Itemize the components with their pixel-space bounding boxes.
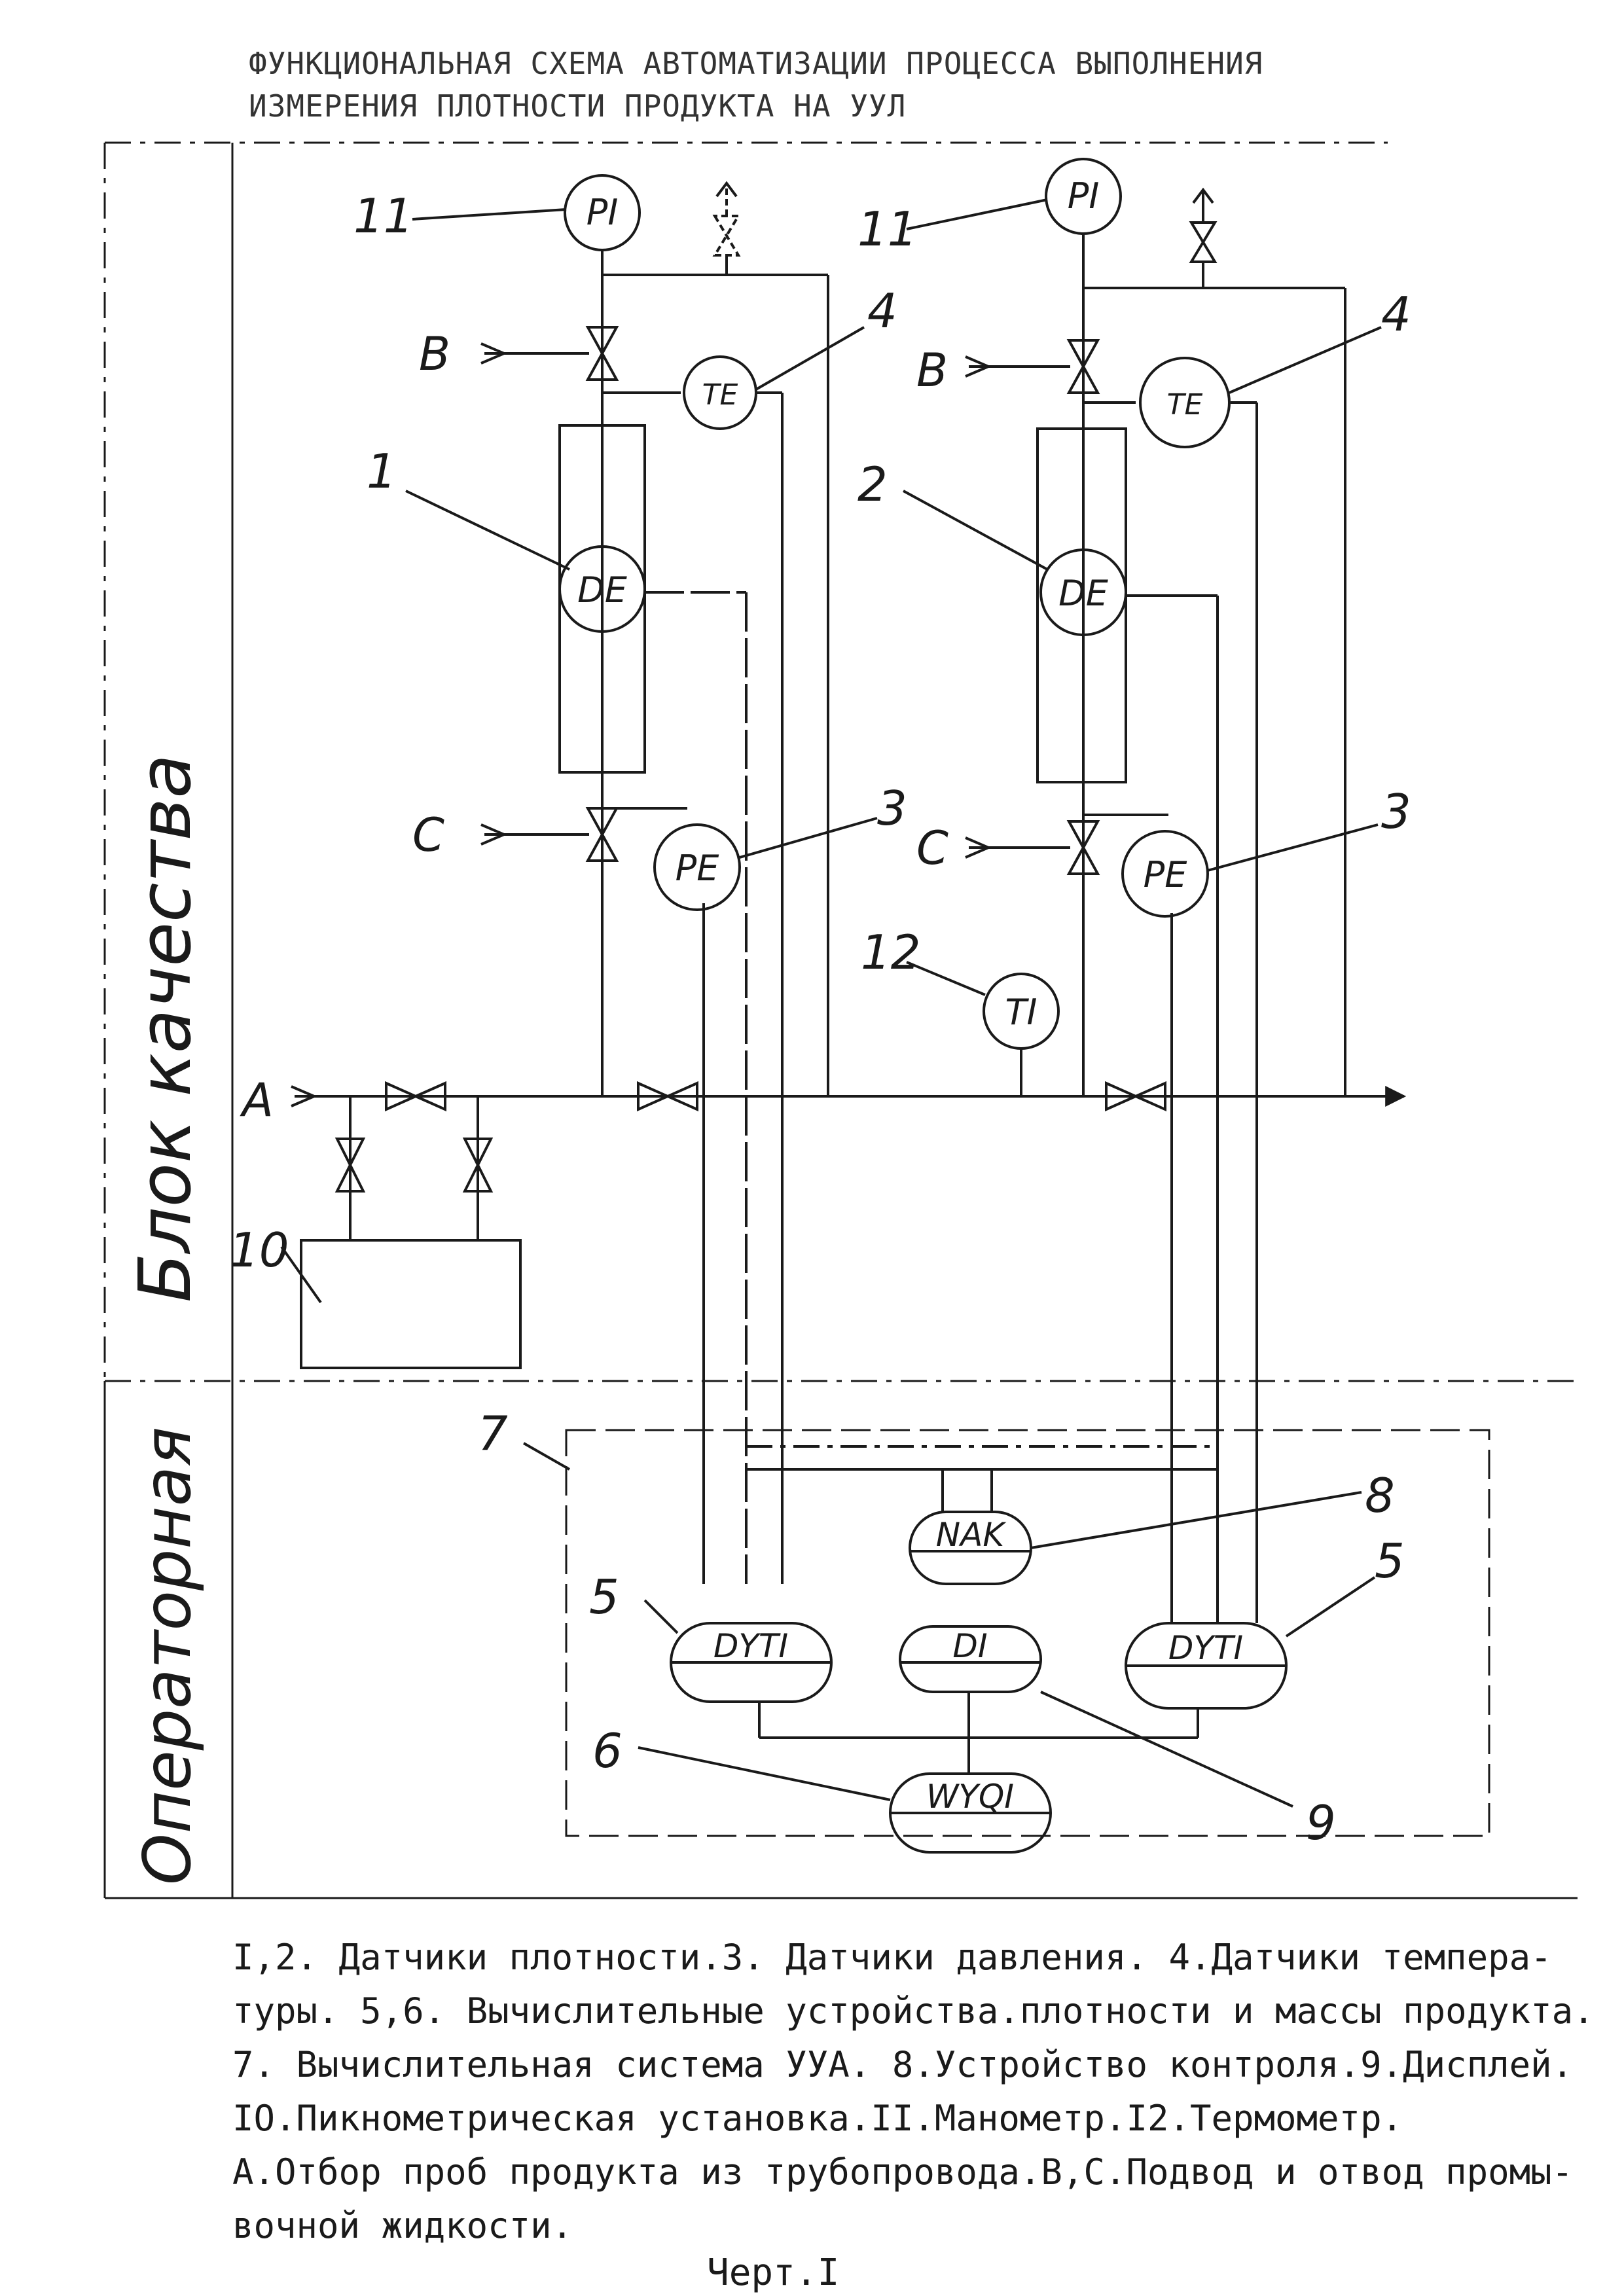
leader-9 [1040, 1691, 1293, 1808]
zone-boundary [103, 141, 1388, 1381]
valve-b-right [1066, 339, 1100, 394]
te-right-tag: TE [1167, 388, 1203, 422]
callout-5-left: 5 [589, 1570, 619, 1624]
dyti-left-tag: DYTI [713, 1627, 788, 1665]
valve-main-3 [1105, 1081, 1166, 1112]
zone-label-operator-room: Операторная [129, 1427, 206, 1885]
pi-left-tag: PI [586, 192, 619, 233]
leader-5-left [643, 1599, 679, 1634]
diagram-title-line-1: ФУНКЦИОНАЛЬНАЯ СХЕМА АВТОМАТИЗАЦИИ ПРОЦЕ… [249, 46, 1263, 81]
de-sensor-left [558, 545, 646, 633]
leader-1 [405, 490, 570, 571]
leader-2 [903, 490, 1048, 571]
leader-3-left [739, 817, 878, 859]
callout-2: 2 [857, 457, 888, 512]
caption-line-3: 7. Вычислительная система УУА. 8.Устройс… [232, 2044, 1574, 2085]
te-left-tag: TE [702, 378, 738, 412]
caption-line-6: вочной жидкости. [232, 2205, 573, 2246]
leader-3-right [1207, 823, 1379, 872]
input-b-right: B [916, 344, 948, 397]
callout-7: 7 [478, 1406, 508, 1461]
callout-9: 9 [1306, 1795, 1336, 1850]
leader-4-left [755, 326, 865, 391]
callout-4-right: 4 [1381, 287, 1411, 342]
zone-label-quality-block: Блок качества [123, 754, 207, 1302]
nak-tag: NAK [936, 1516, 1007, 1554]
te-sensor-left [683, 355, 757, 430]
leader-6 [638, 1746, 891, 1801]
vent-right-arrow [1192, 187, 1214, 204]
caption-line-4: IO.Пикнометрическая установка.II.Маномет… [232, 2098, 1403, 2139]
callout-1: 1 [367, 444, 397, 499]
ti-tag: TI [1005, 992, 1038, 1033]
valve-c-right [1066, 820, 1100, 875]
caption-line-2: туры. 5,6. Вычислительные устройства.пло… [232, 1990, 1595, 2032]
de-left-tag: DE [577, 569, 628, 611]
callout-12: 12 [861, 925, 921, 980]
valve-b-left [585, 326, 619, 381]
vent-left-arrow [715, 181, 738, 198]
pe-left-tag: PE [676, 848, 720, 889]
callout-3-left: 3 [877, 781, 907, 836]
leader-4-right [1229, 326, 1382, 394]
callout-4-left: 4 [867, 283, 897, 338]
valve-main-2 [637, 1081, 698, 1112]
callout-3-right: 3 [1381, 784, 1411, 839]
pe-right-tag: PE [1144, 854, 1188, 895]
callout-11-right: 11 [857, 202, 918, 257]
callout-6: 6 [592, 1723, 623, 1778]
figure-label: Черт.I [707, 2251, 840, 2294]
diagram-title-line-2: ИЗМЕРЕНИЯ ПЛОТНОСТИ ПРОДУКТА НА УУЛ [249, 88, 907, 124]
computing-system-boundary [565, 1429, 1490, 1837]
de-right-tag: DE [1058, 573, 1109, 614]
vent-valve-right [1189, 221, 1218, 263]
leader-10 [280, 1246, 322, 1304]
arrow-b-left [480, 342, 508, 365]
leader-7 [523, 1442, 570, 1471]
leader-8 [1030, 1491, 1362, 1549]
leader-5-right [1285, 1576, 1376, 1638]
callout-8: 8 [1365, 1468, 1395, 1523]
wyqi-tag: WYQI [926, 1778, 1014, 1816]
leader-12 [906, 961, 986, 996]
leader-11-left [412, 208, 567, 221]
te-sensor-right [1139, 357, 1231, 448]
arrow-a [291, 1085, 318, 1107]
di-tag: DI [952, 1627, 987, 1665]
di-display [899, 1625, 1042, 1693]
input-a: A [240, 1073, 274, 1127]
pe-sensor-left [653, 823, 741, 911]
caption-line-5: А.Отбор проб продукта из трубопровода.В,… [232, 2151, 1574, 2193]
density-sensor-column-right [1036, 427, 1127, 783]
arrow-c-right [965, 836, 992, 859]
dyti-right-tag: DYTI [1168, 1629, 1243, 1667]
callout-5-right: 5 [1375, 1534, 1405, 1588]
arrow-b-right [965, 355, 992, 378]
valve-main-1 [385, 1081, 446, 1112]
pycnometric-unit [300, 1239, 522, 1369]
input-c-right: C [916, 821, 948, 875]
de-sensor-right [1039, 548, 1127, 636]
arrow-c-left [480, 823, 508, 846]
callout-11-left: 11 [353, 188, 414, 243]
input-c-left: C [412, 808, 444, 862]
input-b-left: B [419, 327, 450, 381]
pi-right-tag: PI [1068, 175, 1100, 217]
ti-thermometer [983, 973, 1060, 1050]
callout-10: 10 [229, 1223, 289, 1278]
valve-sample-2 [462, 1138, 494, 1193]
caption-line-1: I,2. Датчики плотности.3. Датчики давлен… [232, 1937, 1552, 1978]
valve-sample-1 [334, 1138, 366, 1193]
leader-11-right [906, 198, 1048, 230]
vent-valve-left [712, 215, 741, 257]
pe-sensor-right [1121, 830, 1209, 918]
